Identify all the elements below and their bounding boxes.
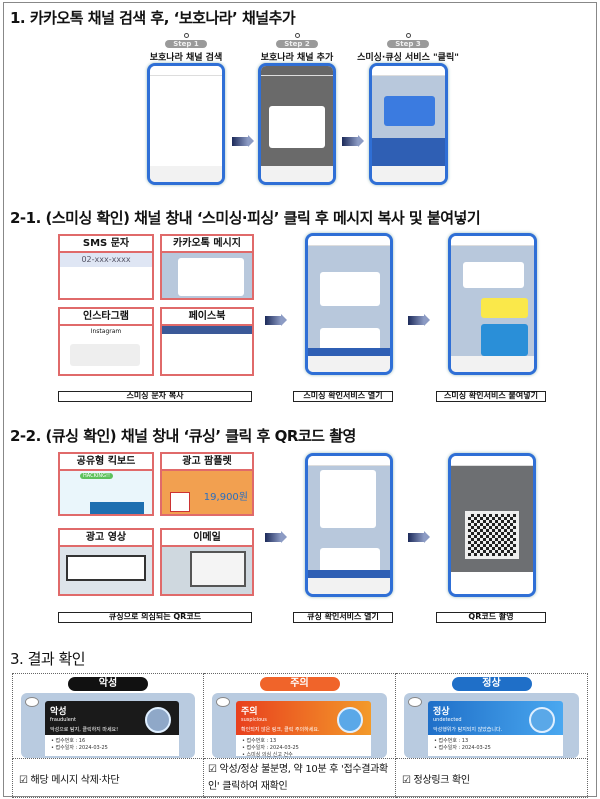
- status-badge: 주의: [259, 677, 340, 691]
- section1-title: 1. 카카오톡 채널 검색 후, ‘보호나라’ 채널추가: [10, 9, 296, 27]
- arrow-icon: [408, 314, 430, 326]
- phone-qshing-service: [305, 453, 393, 597]
- phone-smishing-paste: [448, 233, 537, 375]
- section2-1-title: 2-1. (스미싱 확인) 채널 창내 ‘스미싱·피싱’ 클릭 후 메시지 복사…: [10, 209, 481, 227]
- status-badge: 정상: [451, 677, 532, 691]
- label-open-smishing: 스미싱 확인서비스 열기: [293, 391, 393, 402]
- action-malicious: ☑ 해당 메시지 삭제·차단: [12, 758, 204, 798]
- label-paste-smishing: 스미싱 확인서비스 붙여넣기: [436, 391, 546, 402]
- label-suspected-qr: 큐싱으로 의심되는 QR코드: [58, 612, 252, 623]
- kakao-message-box: 카카오톡 메시지: [160, 234, 254, 300]
- status-badge: 악성: [68, 677, 148, 691]
- section2-2-title: 2-2. (큐싱 확인) 채널 창내 ‘큐싱’ 클릭 후 QR코드 촬영: [10, 427, 356, 445]
- facebook-box: 페이스북: [160, 307, 254, 376]
- arrow-icon: [232, 135, 254, 147]
- label-open-qshing: 큐싱 확인서비스 열기: [293, 612, 393, 623]
- video-ad-box: 광고 영상: [58, 528, 154, 596]
- phone-channel-screen: [369, 63, 448, 185]
- phone-search-screen: [147, 63, 225, 185]
- action-caution: ☑ 악성/정상 불분명, 약 10분 후 '접수결과확인' 클릭하여 재확인: [203, 758, 396, 798]
- arrow-icon: [408, 531, 430, 543]
- arrow-icon: [342, 135, 364, 147]
- section3-title: 3. 결과 확인: [10, 650, 86, 668]
- phone-qr-scan: [448, 453, 536, 597]
- email-box: 이메일: [160, 528, 254, 596]
- label-scan-qr: QR코드 촬영: [436, 612, 546, 623]
- label-copy-smishing: 스미싱 문자 복사: [58, 391, 252, 402]
- arrow-icon: [265, 531, 287, 543]
- phone-add-channel-screen: [258, 63, 336, 185]
- phone-smishing-service: [305, 233, 393, 375]
- action-normal: ☑ 정상링크 확인: [395, 758, 588, 798]
- arrow-icon: [265, 314, 287, 326]
